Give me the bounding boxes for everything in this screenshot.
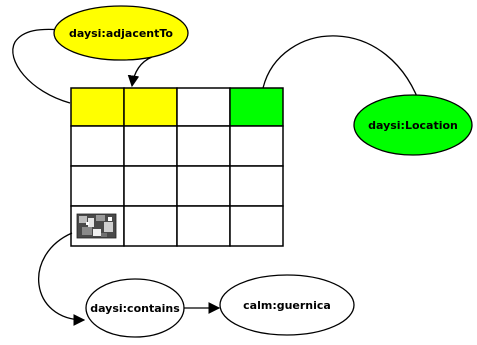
- node-contains-label: daysi:contains: [90, 302, 180, 315]
- grid-cell-r2c1[interactable]: [70, 125, 125, 167]
- guernica-thumbnail-icon: [76, 213, 117, 239]
- node-guernica[interactable]: calm:guernica: [219, 274, 355, 336]
- node-location[interactable]: daysi:Location: [353, 94, 473, 156]
- grid-cell-r1c4[interactable]: [229, 87, 284, 127]
- grid-cell-r3c1[interactable]: [70, 165, 125, 207]
- node-guernica-label: calm:guernica: [243, 299, 331, 312]
- adjacent-arrow-in: [127, 56, 153, 88]
- grid-cell-r4c3[interactable]: [176, 205, 231, 247]
- grid-cell-r3c4[interactable]: [229, 165, 284, 207]
- grid-cell-r2c3[interactable]: [176, 125, 231, 167]
- node-adjacent-to[interactable]: daysi:adjacentTo: [53, 5, 189, 61]
- grid-cell-r2c4[interactable]: [229, 125, 284, 167]
- grid-cell-r1c1[interactable]: [70, 87, 125, 127]
- grid-cell-r3c3[interactable]: [176, 165, 231, 207]
- grid-cell-r3c2[interactable]: [123, 165, 178, 207]
- grid-cell-r1c3[interactable]: [176, 87, 231, 127]
- node-contains[interactable]: daysi:contains: [85, 278, 185, 338]
- grid-cell-r1c2[interactable]: [123, 87, 178, 127]
- location-arrow: [262, 35, 425, 112]
- grid-cell-r4c2[interactable]: [123, 205, 178, 247]
- adjacent-loop-out: [12, 28, 71, 104]
- contains-arrow: [38, 232, 86, 326]
- node-adjacent-to-label: daysi:adjacentTo: [69, 27, 173, 40]
- room-grid: [70, 87, 284, 247]
- grid-cell-r4c4[interactable]: [229, 205, 284, 247]
- node-location-label: daysi:Location: [368, 119, 458, 132]
- grid-cell-r2c2[interactable]: [123, 125, 178, 167]
